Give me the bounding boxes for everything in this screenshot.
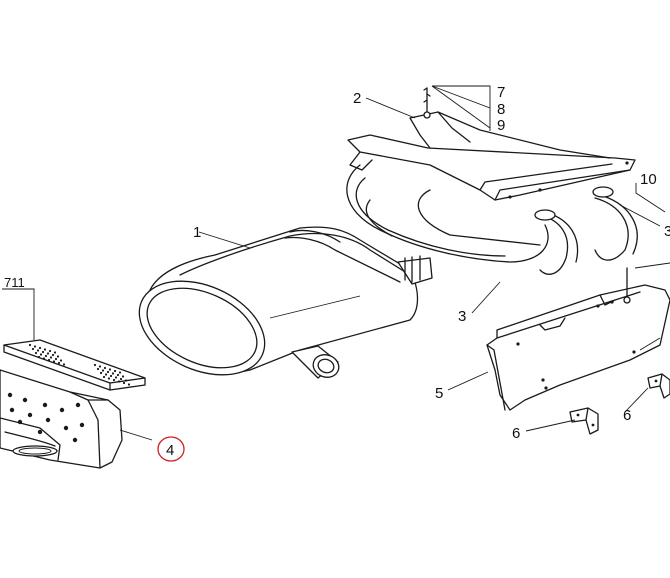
perforation-hole bbox=[36, 349, 40, 352]
label-9: 9 bbox=[497, 117, 505, 134]
label-3-lower: 3 bbox=[458, 308, 466, 325]
side-shield-part-5 bbox=[486, 267, 670, 411]
support-straps-part-3 bbox=[346, 164, 638, 275]
housing-hole bbox=[63, 425, 69, 431]
perforation-hole bbox=[113, 369, 117, 373]
perforation-hole bbox=[47, 358, 51, 362]
perforation-hole bbox=[101, 369, 105, 372]
perforation-hole bbox=[111, 372, 115, 375]
perforation-hole bbox=[41, 350, 45, 354]
label-10: 10 bbox=[640, 171, 657, 188]
label-6-left: 6 bbox=[512, 425, 520, 442]
label-711: 711 bbox=[4, 275, 25, 290]
bracket-part-6-right bbox=[647, 373, 670, 399]
perforation-hole bbox=[104, 373, 108, 376]
perforation-hole bbox=[46, 352, 50, 355]
perforation-hole bbox=[37, 355, 41, 359]
housing-hole bbox=[59, 407, 65, 413]
housing-hole bbox=[79, 422, 85, 428]
perforation-hole bbox=[109, 374, 113, 378]
label-8: 8 bbox=[497, 101, 505, 118]
leader-lines bbox=[2, 85, 670, 441]
perforation-hole bbox=[54, 357, 58, 361]
housing-hole bbox=[27, 412, 33, 418]
perforation-hole bbox=[127, 383, 131, 386]
perforation-hole bbox=[43, 348, 47, 351]
housing-hole bbox=[7, 392, 13, 398]
perforation-hole bbox=[98, 365, 102, 368]
perforation-hole bbox=[48, 349, 52, 353]
lower-housing-part-4 bbox=[0, 369, 123, 469]
muffler-part-1 bbox=[138, 226, 433, 379]
mounting-frame-part-2 bbox=[347, 87, 636, 201]
bracket-part-6-left bbox=[569, 407, 599, 435]
perforation-hole bbox=[28, 343, 32, 347]
housing-hole bbox=[9, 407, 15, 413]
perforation-hole bbox=[119, 377, 123, 381]
perforation-hole bbox=[106, 370, 110, 374]
label-2: 2 bbox=[353, 90, 361, 107]
perforation-hole bbox=[121, 375, 125, 378]
perforation-hole bbox=[44, 354, 48, 358]
perforation-hole bbox=[51, 353, 55, 357]
housing-hole bbox=[17, 419, 23, 425]
perforation-hole bbox=[56, 355, 60, 358]
callout-labels: 1 2 3 3 4 5 6 6 7 8 9 10 711 bbox=[4, 84, 670, 459]
perforation-hole bbox=[59, 359, 63, 362]
perforation-hole bbox=[39, 353, 43, 356]
perforation-hole bbox=[124, 379, 128, 382]
label-4: 4 bbox=[166, 442, 174, 459]
housing-hole bbox=[42, 402, 48, 408]
label-6-right: 6 bbox=[623, 407, 631, 424]
perforation-hole bbox=[42, 357, 46, 360]
perforation-hole bbox=[31, 347, 35, 351]
perforation-hole bbox=[107, 377, 111, 380]
perforation-hole bbox=[102, 375, 106, 379]
label-5: 5 bbox=[435, 385, 443, 402]
label-3-right: 3 bbox=[664, 223, 670, 240]
perforation-hole bbox=[34, 351, 38, 355]
perforation-hole bbox=[118, 371, 122, 374]
perforation-hole bbox=[116, 373, 120, 377]
perforation-hole bbox=[108, 368, 112, 371]
label-7: 7 bbox=[497, 84, 505, 101]
perforation-hole bbox=[99, 371, 103, 375]
perforation-hole bbox=[62, 363, 66, 366]
perforation-hole bbox=[53, 351, 57, 354]
perforation-hole bbox=[52, 360, 56, 363]
housing-hole bbox=[75, 402, 81, 408]
perforation-hole bbox=[33, 345, 37, 348]
perforation-hole bbox=[38, 346, 42, 350]
perforation-hole bbox=[114, 376, 118, 379]
perforation-hole bbox=[96, 367, 100, 371]
perforation-hole bbox=[122, 381, 126, 385]
housing-hole bbox=[37, 429, 43, 435]
highlight-circle bbox=[157, 436, 185, 462]
housing-hole bbox=[22, 397, 28, 403]
perforation-hole bbox=[49, 356, 53, 359]
perforation-hole bbox=[103, 366, 107, 370]
label-1: 1 bbox=[193, 224, 201, 241]
housing-hole bbox=[72, 437, 78, 443]
perforation-hole bbox=[117, 380, 121, 383]
perforation-hole bbox=[93, 363, 97, 367]
housing-hole bbox=[45, 417, 51, 423]
perforation-hole bbox=[112, 378, 116, 382]
perforation-hole bbox=[57, 361, 61, 365]
perforated-plate-711 bbox=[3, 339, 146, 391]
